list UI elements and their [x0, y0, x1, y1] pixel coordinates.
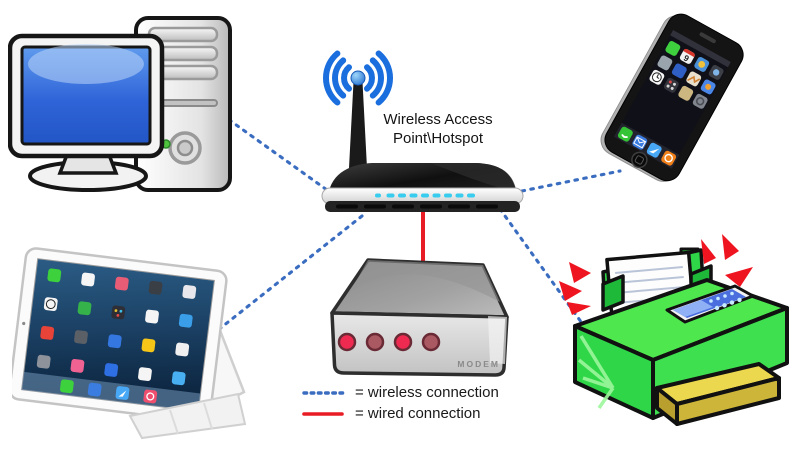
wap-label: Wireless Access Point\Hotspot [368, 110, 508, 148]
modem-status-lights [337, 332, 441, 352]
tablet-dock-icons [59, 379, 158, 404]
smartphone: 9 [595, 7, 750, 190]
calendar-icon: 9 [679, 49, 695, 64]
tablet-body [12, 247, 228, 423]
antenna [349, 82, 367, 168]
wireless-access-point [321, 163, 524, 212]
alert-marks [559, 234, 753, 315]
legend-wireless-swatch [302, 390, 346, 395]
wireless-link-phone [520, 169, 622, 193]
wap-label-line2: Point\Hotspot [392, 130, 484, 147]
clock-icon [649, 69, 665, 85]
wifi-signal-icon [322, 50, 394, 168]
phone-app-icons: 9 [649, 41, 724, 109]
modem-front [330, 311, 509, 377]
tablet [12, 247, 247, 440]
desktop-computer [8, 16, 232, 192]
legend: = wireless connection = wired connection [300, 382, 499, 424]
printer-output-tray [655, 362, 781, 426]
printer [559, 234, 789, 426]
phone-dock-icons [617, 126, 677, 166]
smart-cover-fold [128, 392, 247, 440]
legend-wired-swatch [302, 411, 344, 416]
router-leds [375, 193, 475, 198]
legend-wired-label: = wired connection [355, 405, 481, 422]
home-button-icon [631, 151, 648, 169]
modem-label: MODEM [457, 359, 500, 369]
tablet-app-icons [36, 268, 197, 386]
front-camera-icon [22, 321, 26, 326]
legend-wireless-row: = wireless connection [300, 382, 499, 403]
legend-wired-row: = wired connection [300, 403, 499, 424]
paper-guide-left [601, 274, 625, 312]
wireless-link-computer [205, 102, 329, 192]
svg-text:9: 9 [682, 53, 691, 64]
modem: MODEM [330, 258, 509, 377]
computer-monitor [8, 33, 165, 159]
wap-label-line1: Wireless Access [383, 111, 493, 128]
phone-speaker [699, 32, 716, 44]
legend-wireless-label: = wireless connection [355, 384, 499, 401]
printer-control-panel [665, 284, 755, 324]
